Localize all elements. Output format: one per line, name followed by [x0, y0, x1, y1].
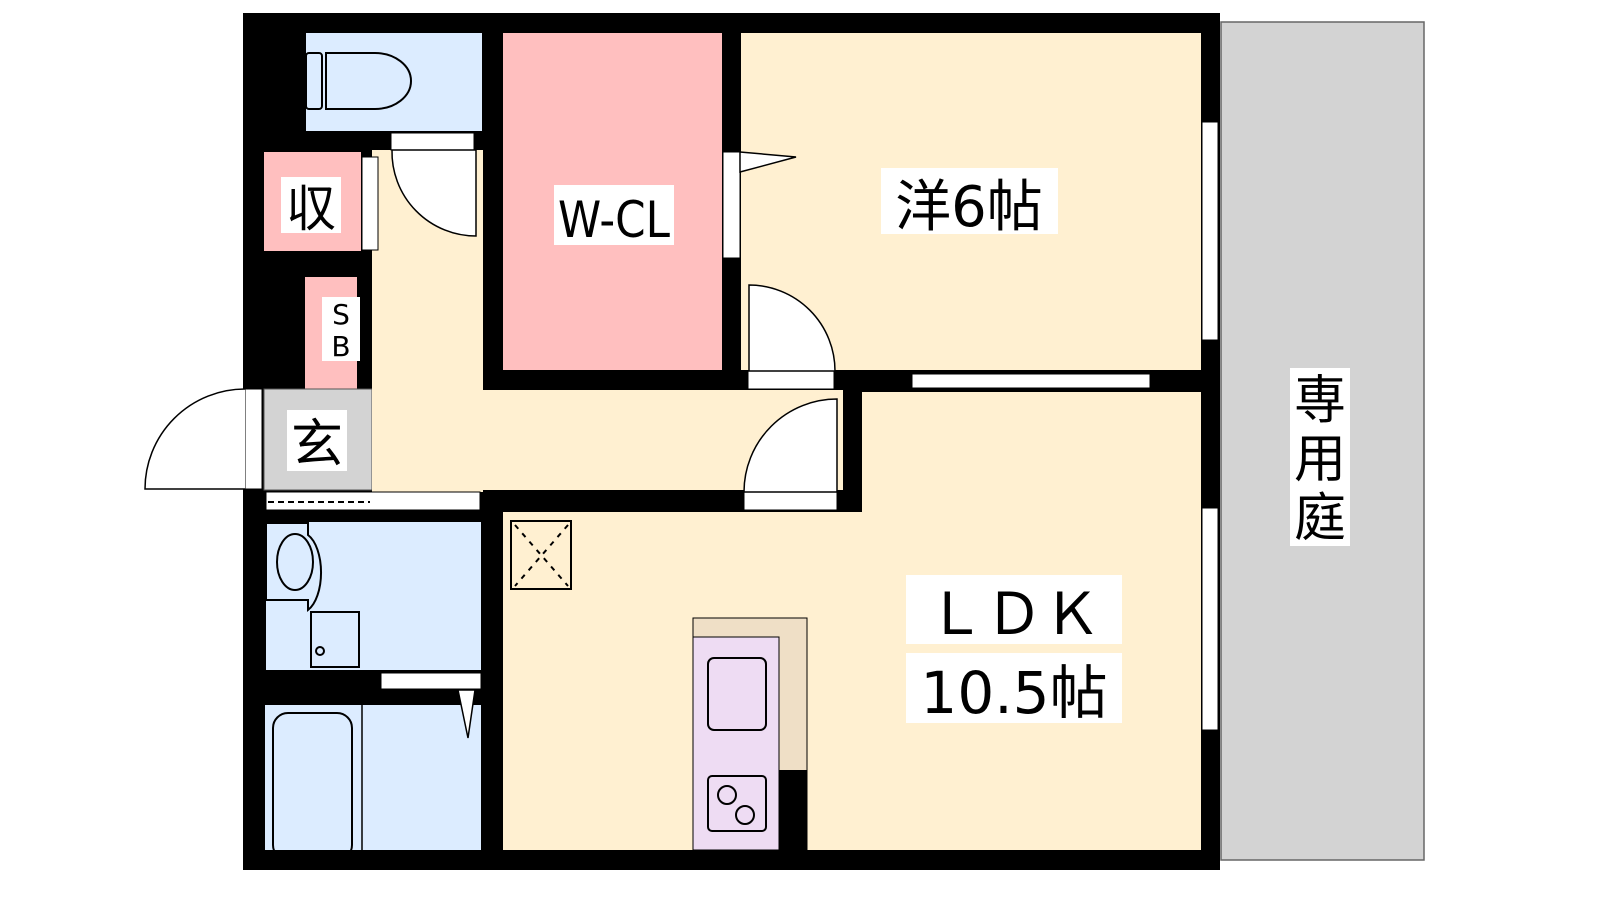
entrance-label: 玄 [291, 415, 343, 475]
toilet-room [306, 33, 482, 131]
ldk-upper [862, 392, 1201, 512]
sink-icon [707, 657, 767, 731]
washbasin-icon [265, 522, 322, 612]
washroom [266, 522, 481, 670]
storage-door[interactable] [361, 156, 379, 251]
entrance-door-frame [244, 388, 263, 490]
ldk-label: ＬＤＫ [927, 580, 1101, 648]
bathtub-icon [272, 712, 353, 861]
closet-door[interactable] [739, 151, 797, 173]
washing-machine-icon [310, 611, 360, 668]
ldk-size-label: 10.5帖 [920, 659, 1107, 727]
western-room-label: 洋6帖 [895, 175, 1043, 240]
bathroom [265, 705, 481, 850]
storage-hatch-icon [510, 520, 572, 590]
garden-label-2: 用 [1294, 430, 1346, 490]
closet-label: W-CL [558, 191, 670, 249]
window [1201, 507, 1219, 731]
bathroom-door[interactable] [457, 689, 476, 739]
stove-icon [707, 775, 767, 832]
toilet-icon [305, 52, 412, 110]
window [1201, 121, 1219, 341]
shoe-box-label-s: S [332, 298, 350, 331]
window [911, 373, 1151, 389]
garden-label-3: 庭 [1294, 489, 1346, 549]
washroom-curtain [265, 491, 481, 511]
ldk-door[interactable] [743, 398, 838, 493]
entrance-door[interactable] [144, 388, 246, 490]
kitchen-counter [692, 617, 808, 851]
storage-label: 収 [286, 180, 336, 238]
shoe-box-label-b: B [331, 330, 350, 363]
toilet-door[interactable] [391, 149, 477, 237]
garden-label-1: 専 [1294, 371, 1346, 431]
western-room-door[interactable] [748, 284, 836, 372]
